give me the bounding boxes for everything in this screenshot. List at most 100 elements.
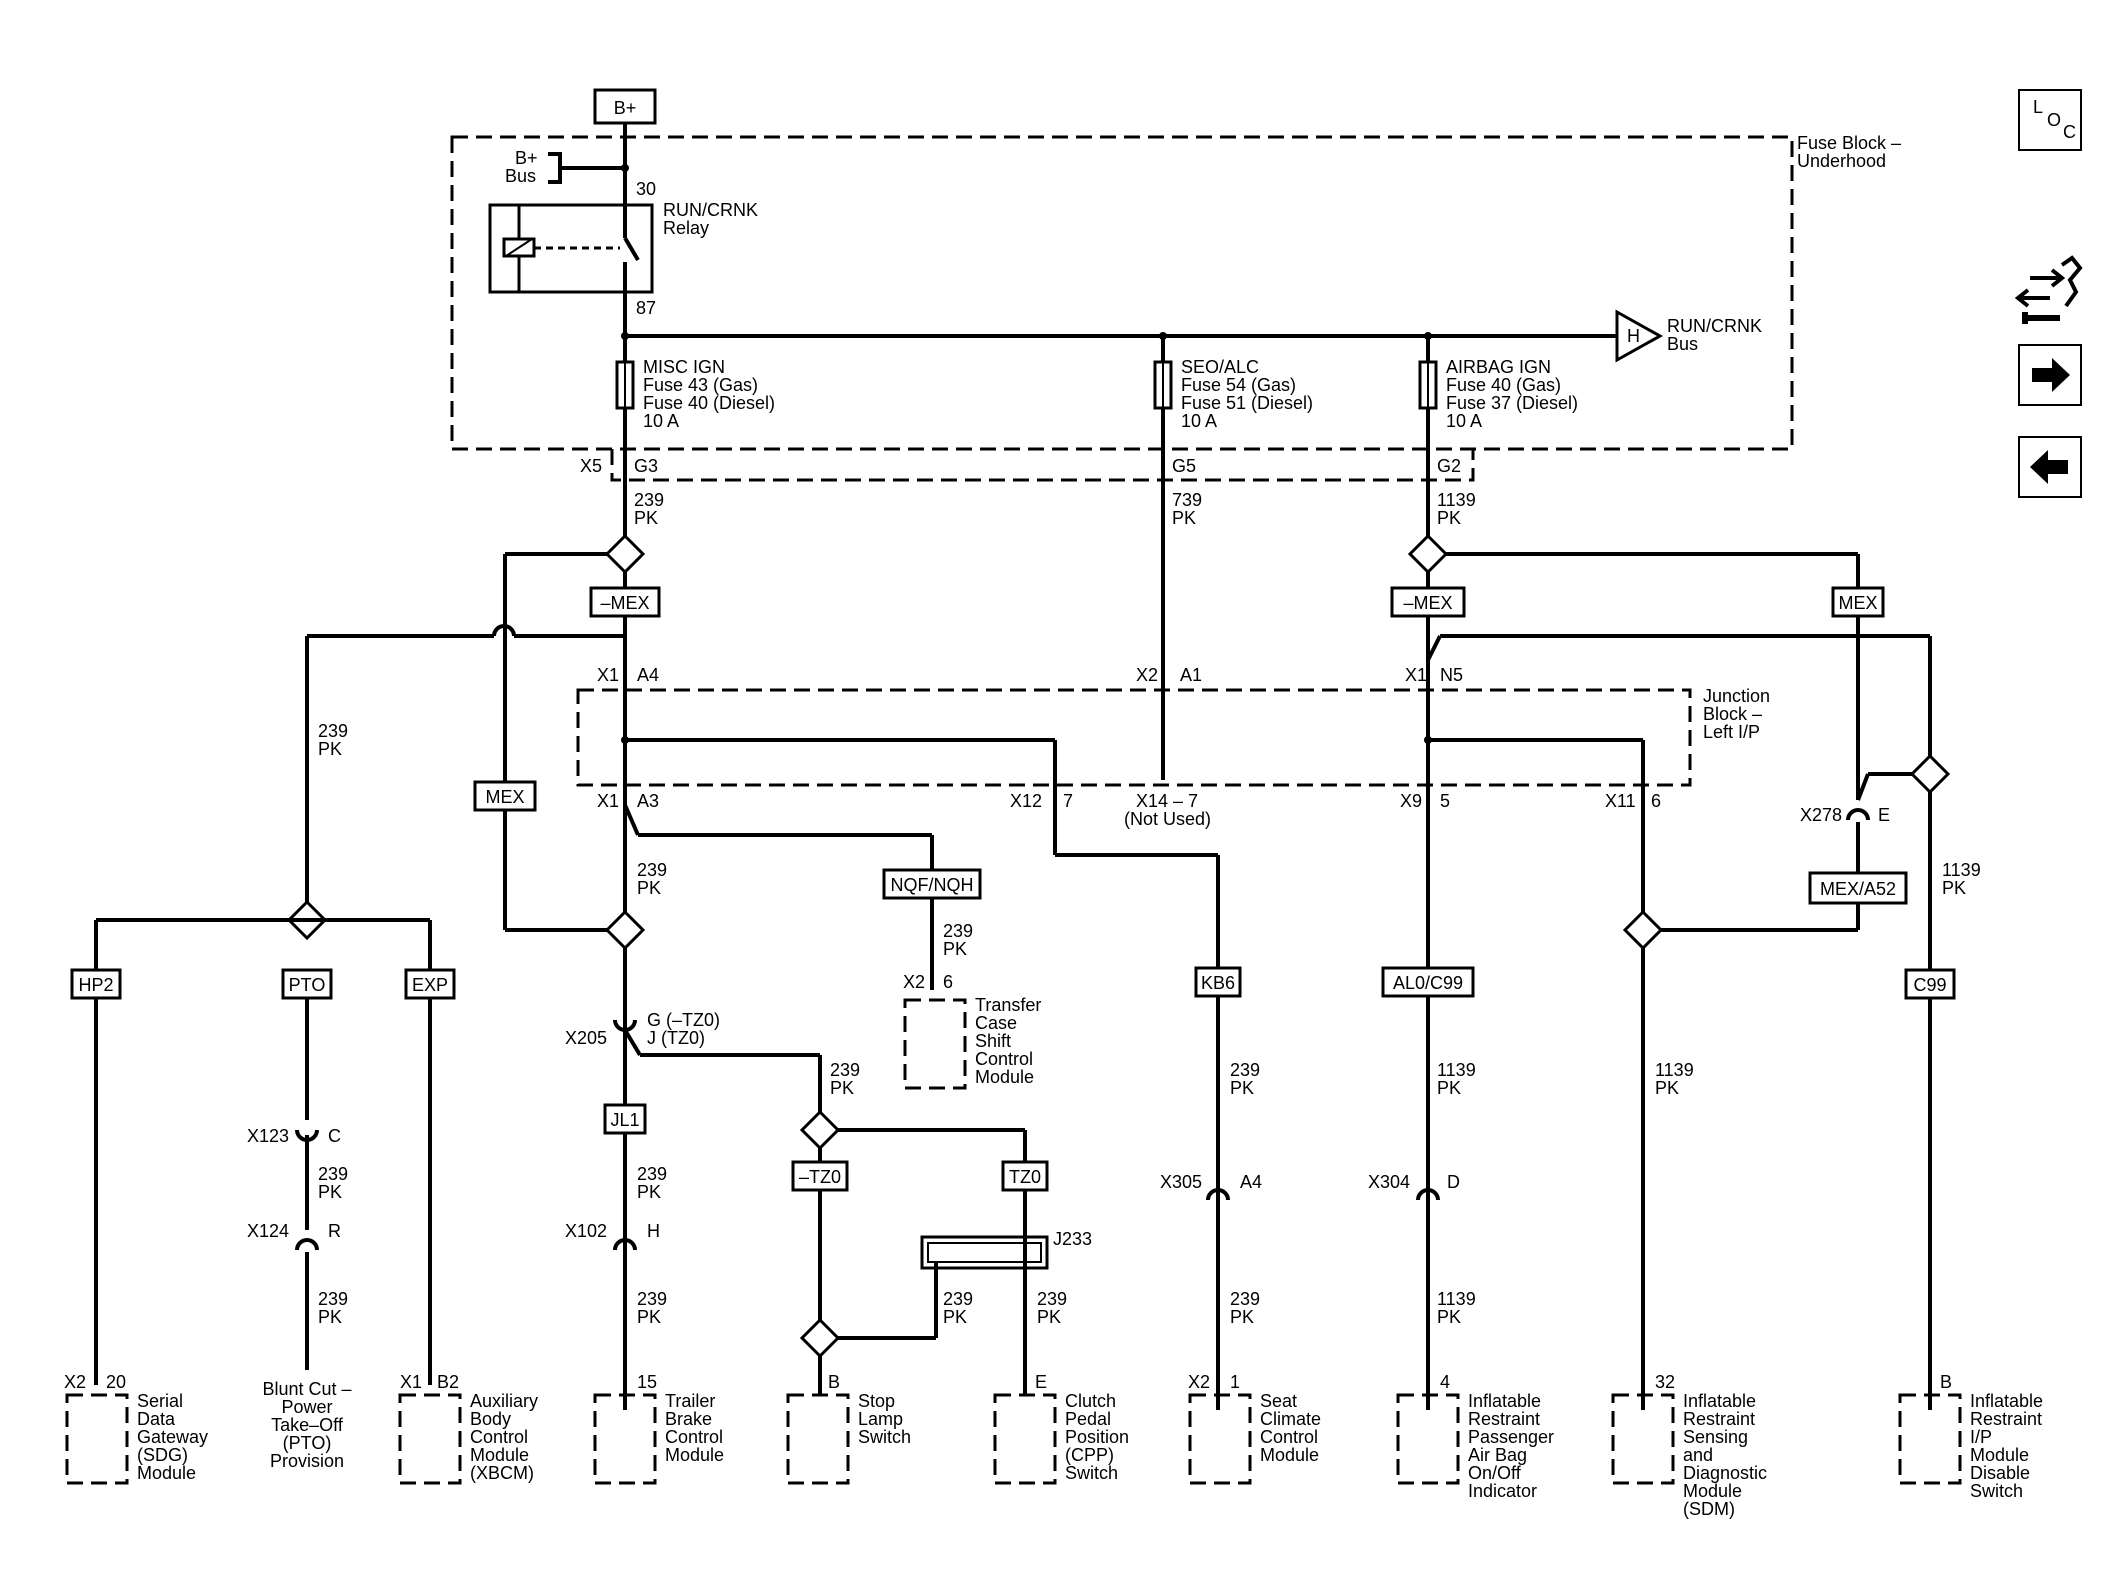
x102-label: X102 — [565, 1221, 607, 1241]
h-marker: H — [1627, 326, 1640, 346]
option-kb6 — [1194, 966, 1242, 998]
trailer-label: Trailer — [665, 1391, 715, 1411]
seat-climate-module-outline — [1188, 1393, 1252, 1485]
j233-label: J233 — [1053, 1229, 1092, 1249]
wire-color: PK — [1230, 1307, 1254, 1327]
neg-tz0-label: –TZ0 — [799, 1167, 841, 1187]
sdm-label-5: Diagnostic — [1683, 1463, 1767, 1483]
pin-a4: A4 — [1240, 1172, 1262, 1192]
airbag-label-2: Restraint — [1468, 1409, 1540, 1429]
run-crnk-bus-marker — [1615, 309, 1664, 363]
cpp-switch-outline — [993, 1393, 1057, 1485]
sdm-outline — [1611, 1393, 1675, 1485]
pin-g5: G5 — [1172, 456, 1196, 476]
xbcm-label-5: (XBCM) — [470, 1463, 534, 1483]
pin-6: 6 — [1651, 791, 1661, 811]
x205-label: X205 — [565, 1028, 607, 1048]
xbcm-pin: B2 — [437, 1372, 459, 1392]
sdm-label-6: Module — [1683, 1481, 1742, 1501]
option-neg-tz0 — [791, 1160, 849, 1192]
tools-icon[interactable] — [2014, 255, 2083, 324]
fuse3-label-4: 10 A — [1446, 411, 1482, 431]
trailer-label-2: Brake — [665, 1409, 712, 1429]
loc-button[interactable]: L O C — [2018, 89, 2082, 151]
trailer-label-3: Control — [665, 1427, 723, 1447]
not-used-label: (Not Used) — [1124, 809, 1211, 829]
option-pto — [281, 968, 333, 1000]
junction-title-3: Left I/P — [1703, 722, 1760, 742]
wire-num: 739 — [1172, 490, 1202, 510]
pin-g2: G2 — [1437, 456, 1461, 476]
option-al0-c99 — [1381, 966, 1475, 998]
pto-provision-label-5: Provision — [270, 1451, 344, 1471]
sdg-label-5: Module — [137, 1463, 196, 1483]
airbag-label: Inflatable — [1468, 1391, 1541, 1411]
fuse2-label-2: Fuse 54 (Gas) — [1181, 375, 1296, 395]
sdg-pin: 20 — [106, 1372, 126, 1392]
wire-num: 239 — [318, 721, 348, 741]
x11-label: X11 — [1605, 791, 1636, 811]
wire-num: 239 — [830, 1060, 860, 1080]
option-exp — [404, 968, 456, 1000]
x1-label: X1 — [597, 791, 619, 811]
disable-label-3: I/P — [1970, 1427, 1992, 1447]
seat-conn: X2 — [1188, 1372, 1210, 1392]
c99-label: C99 — [1913, 975, 1946, 995]
bplus-bus-label-2: Bus — [505, 166, 536, 186]
xbcm-module-outline — [398, 1393, 462, 1485]
fuse-block-outline — [450, 135, 1794, 451]
transfer-label: Transfer — [975, 995, 1041, 1015]
pin-87: 87 — [636, 298, 656, 318]
x205-g: G (–TZ0) — [647, 1010, 720, 1030]
airbag-label-5: On/Off — [1468, 1463, 1522, 1483]
xbcm-label-2: Body — [470, 1409, 511, 1429]
loc-o: O — [2047, 110, 2061, 130]
x124-label: X124 — [247, 1221, 289, 1241]
trailer-pin: 15 — [637, 1372, 657, 1392]
xbcm-label-4: Module — [470, 1445, 529, 1465]
wire-color: PK — [1437, 508, 1461, 528]
pin-6: 6 — [943, 972, 953, 992]
battery-label: B+ — [614, 98, 637, 118]
x2-label: X2 — [903, 972, 925, 992]
al0-label: AL0/C99 — [1393, 973, 1463, 993]
wire-color: PK — [318, 739, 342, 759]
clutch-label-2: Pedal — [1065, 1409, 1111, 1429]
wire-num: 1139 — [1437, 1060, 1476, 1080]
wire-color: PK — [1172, 508, 1196, 528]
airbag-label-4: Air Bag — [1468, 1445, 1527, 1465]
seat-label-2: Climate — [1260, 1409, 1321, 1429]
sdm-label-3: Sensing — [1683, 1427, 1748, 1447]
kb6-label: KB6 — [1201, 973, 1235, 993]
fuse3-label-2: Fuse 40 (Gas) — [1446, 375, 1561, 395]
option-mex — [473, 780, 537, 812]
arrow-right-icon[interactable] — [2018, 344, 2082, 406]
wire-color: PK — [1655, 1078, 1679, 1098]
wire-num: 239 — [634, 490, 664, 510]
wire-color: PK — [1437, 1307, 1461, 1327]
mex-label: MEX — [485, 787, 524, 807]
disable-pin: B — [1940, 1372, 1952, 1392]
splice-diamond — [1407, 533, 1449, 575]
sdg-conn: X2 — [64, 1372, 86, 1392]
wire-color: PK — [637, 878, 661, 898]
fuse1-label-3: Fuse 40 (Diesel) — [643, 393, 775, 413]
pin-7: 7 — [1063, 791, 1073, 811]
x9-label: X9 — [1400, 791, 1422, 811]
disable-label-6: Switch — [1970, 1481, 2023, 1501]
stop-label: Stop — [858, 1391, 895, 1411]
splice-diamond — [799, 1317, 841, 1359]
wire-num: 239 — [318, 1289, 348, 1309]
pin-n5: N5 — [1440, 665, 1463, 685]
transfer-case-module-outline — [903, 998, 967, 1090]
pin-g3: G3 — [634, 456, 658, 476]
neg-mex-label: –MEX — [1403, 593, 1452, 613]
stop-label-3: Switch — [858, 1427, 911, 1447]
splice-diamond — [604, 533, 646, 575]
x305-label: X305 — [1160, 1172, 1202, 1192]
arrow-left-icon[interactable] — [2018, 436, 2082, 498]
x205-j: J (TZ0) — [647, 1028, 705, 1048]
wire-num: 1139 — [1437, 490, 1476, 510]
clutch-label-4: (CPP) — [1065, 1445, 1114, 1465]
disable-label: Inflatable — [1970, 1391, 2043, 1411]
